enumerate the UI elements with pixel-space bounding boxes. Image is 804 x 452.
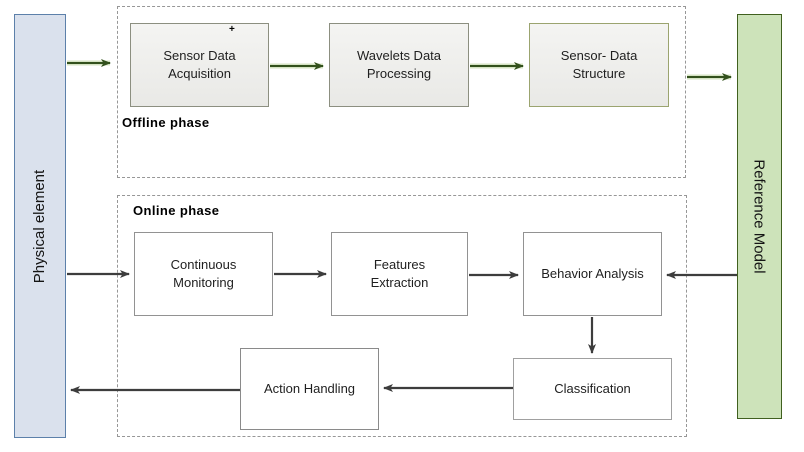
reference-model-bar: Reference Model [737, 14, 782, 419]
reference-model-label: Reference Model [751, 159, 769, 274]
node-label: Features Extraction [370, 257, 429, 290]
online-phase-container: Online phase [117, 195, 687, 437]
physical-element-label: Physical element [31, 169, 49, 283]
node-label: Action Handling [263, 381, 356, 397]
node-features-extraction: Features Extraction [331, 232, 468, 316]
online-phase-label: Online phase [133, 203, 220, 218]
node-behavior-analysis: Behavior Analysis [523, 232, 662, 316]
node-action-handling: Action Handling [240, 348, 379, 430]
node-label: Classification [554, 381, 631, 397]
node-label: Sensor Data Acquisition [163, 48, 236, 81]
node-wavelets-data-processing: Wavelets Data Processing [329, 23, 469, 107]
node-continuous-monitoring: Continuous Monitoring [134, 232, 273, 316]
cursor-artifact: + [229, 24, 235, 35]
node-label: Sensor- Data Structure [560, 48, 638, 81]
node-classification: Classification [513, 358, 672, 420]
node-label: Behavior Analysis [541, 266, 644, 282]
node-sensor-data-structure: Sensor- Data Structure [529, 23, 669, 107]
offline-phase-label: Offline phase [122, 115, 210, 130]
offline-phase-container: Offline phase [117, 6, 686, 178]
node-sensor-data-acquisition: Sensor Data Acquisition [130, 23, 269, 107]
node-label: Continuous Monitoring [170, 257, 237, 290]
node-label: Wavelets Data Processing [356, 48, 442, 81]
physical-element-bar: Physical element [14, 14, 66, 438]
